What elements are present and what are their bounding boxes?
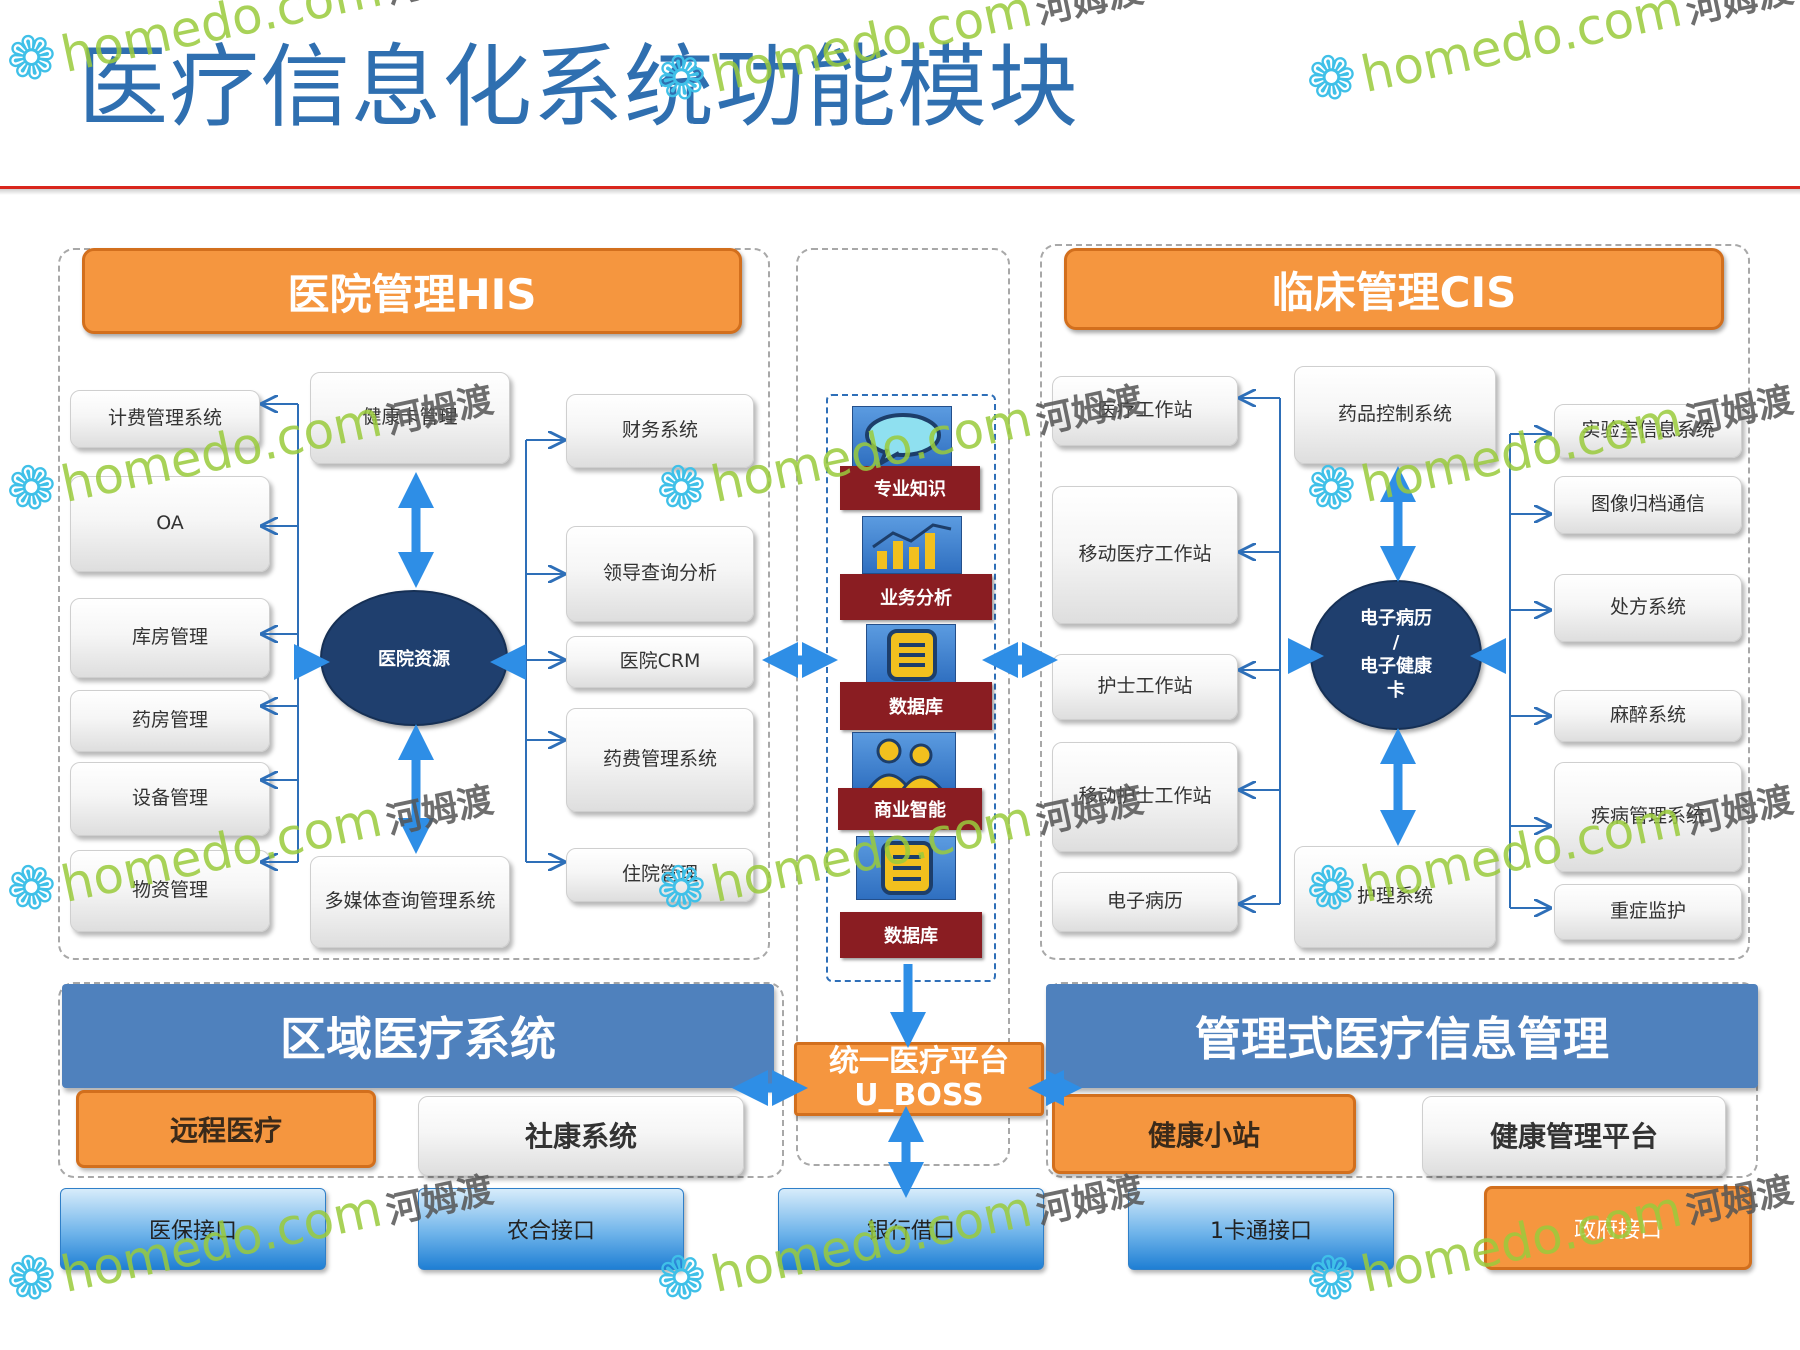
speech-bubble-icon [852, 406, 952, 468]
regional-item-0[interactable]: 远程医疗 [76, 1090, 376, 1168]
managed-header: 管理式医疗信息管理 [1046, 984, 1758, 1088]
title-divider-shadow [0, 189, 1800, 195]
cis-center-line-0: 电子病历 [1360, 608, 1432, 629]
platform-hub-line1: 统一医疗平台 [829, 1044, 1009, 1079]
his-center-node: 医院资源 [320, 590, 508, 726]
interface-item-4[interactable]: 政府接口 [1484, 1186, 1752, 1270]
page-title: 医疗信息化系统功能模块 [78, 35, 1079, 140]
managed-item-0[interactable]: 健康小站 [1052, 1094, 1356, 1174]
cis-center-line-3: 卡 [1387, 680, 1405, 701]
cis-center-line-1: / [1392, 632, 1400, 653]
platform-label-2: 数据库 [840, 682, 992, 730]
his-left-item-3[interactable]: 药房管理 [70, 690, 270, 752]
cis-right-item-4[interactable]: 疾病管理系统 [1554, 762, 1742, 872]
interface-item-0[interactable]: 医保接口 [60, 1188, 326, 1270]
his-bottom-item[interactable]: 多媒体查询管理系统 [310, 856, 510, 948]
platform-label-3: 商业智能 [838, 788, 982, 830]
cis-left-item-1[interactable]: 移动医疗工作站 [1052, 486, 1238, 624]
his-header: 医院管理HIS [82, 248, 742, 334]
regional-header: 区域医疗系统 [62, 984, 774, 1088]
his-left-item-0[interactable]: 计费管理系统 [70, 390, 260, 448]
cis-left-item-4[interactable]: 电子病历 [1052, 872, 1238, 932]
his-left-item-2[interactable]: 库房管理 [70, 598, 270, 678]
cis-top-item[interactable]: 药品控制系统 [1294, 366, 1496, 464]
his-right-item-2[interactable]: 医院CRM [566, 636, 754, 688]
cis-left-item-3[interactable]: 移动护士工作站 [1052, 742, 1238, 852]
his-right-item-4[interactable]: 住院管理 [566, 848, 754, 902]
regional-item-1[interactable]: 社康系统 [418, 1096, 744, 1176]
managed-item-1[interactable]: 健康管理平台 [1422, 1096, 1726, 1176]
his-left-item-4[interactable]: 设备管理 [70, 762, 270, 836]
cis-left-item-0[interactable]: 医疗工作站 [1052, 376, 1238, 446]
cis-right-item-3[interactable]: 麻醉系统 [1554, 690, 1742, 742]
his-right-item-1[interactable]: 领导查询分析 [566, 526, 754, 622]
interface-item-3[interactable]: 1卡通接口 [1128, 1188, 1394, 1270]
cis-right-item-2[interactable]: 处方系统 [1554, 574, 1742, 642]
cis-left-item-2[interactable]: 护士工作站 [1052, 654, 1238, 720]
his-left-item-5[interactable]: 物资管理 [70, 850, 270, 932]
cis-panel [1040, 244, 1750, 960]
cis-right-item-0[interactable]: 实验室信息系统 [1554, 404, 1742, 458]
people-icon [852, 732, 956, 792]
title-divider [0, 186, 1800, 189]
interface-item-1[interactable]: 农合接口 [418, 1188, 684, 1270]
document-list-icon [856, 836, 956, 900]
cis-bottom-item[interactable]: 护理系统 [1294, 846, 1496, 948]
cis-header: 临床管理CIS [1064, 248, 1724, 330]
cis-center-line-2: 电子健康 [1360, 656, 1432, 677]
platform-label-1: 业务分析 [840, 574, 992, 620]
cis-right-item-5[interactable]: 重症监护 [1554, 884, 1742, 940]
bar-chart-icon [862, 516, 962, 574]
his-right-item-0[interactable]: 财务系统 [566, 394, 754, 468]
cis-center-node: 电子病历 / 电子健康 卡 [1310, 580, 1482, 730]
platform-label-0: 专业知识 [840, 466, 980, 510]
platform-label-4: 数据库 [840, 912, 982, 958]
cis-right-item-1[interactable]: 图像归档通信 [1554, 476, 1742, 534]
his-top-item[interactable]: 健康卡管理 [310, 372, 510, 464]
his-right-item-3[interactable]: 药费管理系统 [566, 708, 754, 812]
his-left-item-1[interactable]: OA [70, 476, 270, 572]
